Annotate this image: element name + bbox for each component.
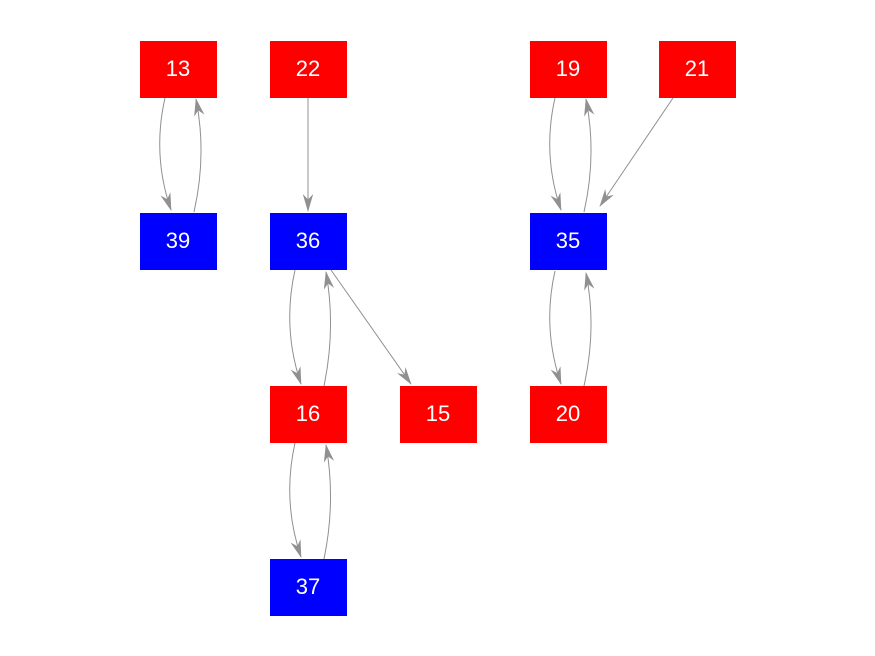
graph-node-19[interactable]: 19: [529, 40, 607, 98]
graph-edge-16-37: [289, 442, 302, 558]
graph-edge-39-13: [193, 98, 205, 213]
graph-edge-19-35: [549, 97, 562, 211]
graph-edge-36-15: [330, 269, 412, 385]
graph-edge-37-16: [323, 444, 335, 560]
graph-edge-16-36: [323, 271, 335, 387]
graph-node-37[interactable]: 37: [269, 558, 347, 616]
graph-node-22[interactable]: 22: [269, 40, 347, 98]
graph-edge-35-20: [549, 270, 562, 385]
graph-edge-21-35: [599, 97, 674, 207]
graph-node-16[interactable]: 16: [269, 385, 347, 443]
graph-edge-20-35: [583, 272, 595, 387]
graph-node-13[interactable]: 13: [139, 40, 217, 98]
graph-node-15[interactable]: 15: [399, 385, 477, 443]
graph-node-35[interactable]: 35: [529, 212, 607, 270]
graph-edge-36-16: [289, 269, 302, 385]
graph-edge-13-39: [159, 97, 172, 211]
graph-node-20[interactable]: 20: [529, 385, 607, 443]
graph-node-21[interactable]: 21: [658, 40, 736, 98]
graph-node-39[interactable]: 39: [139, 212, 217, 270]
graph-edge-35-19: [583, 98, 595, 213]
graph-node-36[interactable]: 36: [269, 212, 347, 270]
